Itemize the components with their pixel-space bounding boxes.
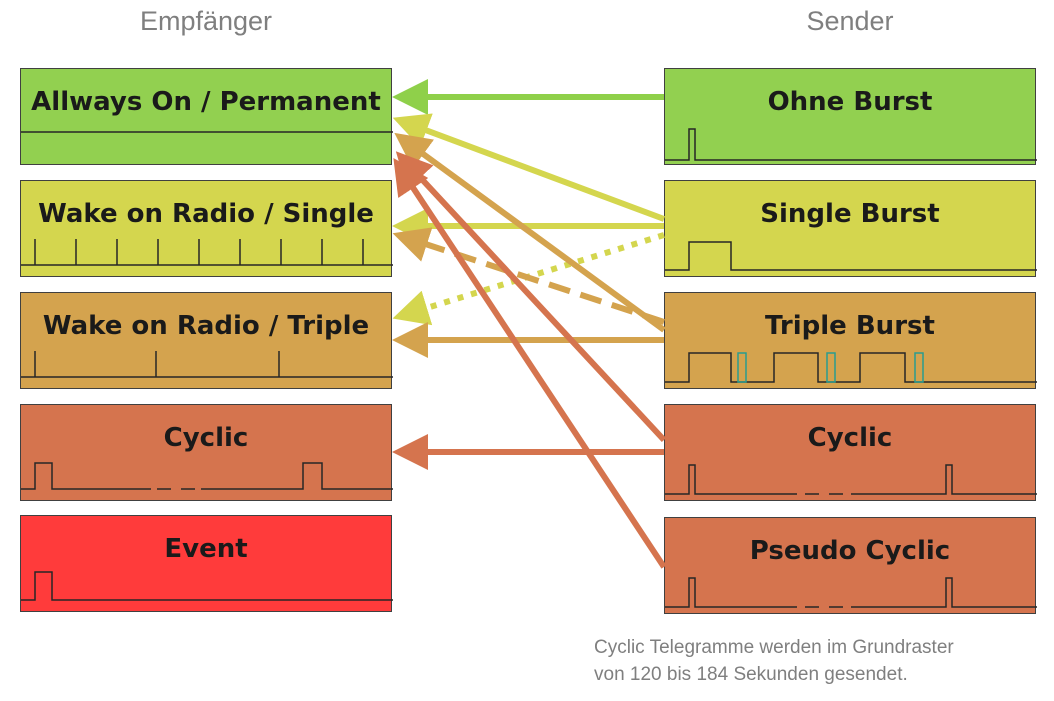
arrow-triple-burst-to-wake-single: [392, 227, 665, 325]
sender-label: Triple Burst: [765, 311, 935, 341]
receiver-label: Wake on Radio / Triple: [42, 311, 370, 341]
receiver-box-event: Event: [20, 515, 393, 612]
arrow-single-burst-to-always-on: [392, 113, 666, 222]
sender-label: Single Burst: [760, 199, 940, 229]
sender-box-triple-burst: Triple Burst: [664, 292, 1037, 389]
sender-box-single-burst: Single Burst: [664, 180, 1037, 277]
arrow-pseudo-cyclic-to-always-on: [393, 157, 667, 569]
always-on-signal: [21, 131, 393, 133]
sender-label: Cyclic: [807, 423, 893, 453]
arrow-cyclic-to-always-on: [395, 151, 667, 443]
arrow-triple-burst-to-always-on: [394, 132, 666, 333]
sender-label: Ohne Burst: [767, 87, 933, 117]
receiver-box-always-on: Allways On / Permanent: [20, 68, 393, 165]
receiver-label: Event: [164, 534, 248, 564]
footnote: Cyclic Telegramme werden im Grundraster …: [594, 634, 954, 688]
sender-box-cyclic: Cyclic: [664, 404, 1037, 501]
receiver-column-header: Empfänger: [139, 6, 273, 36]
receiver-box-cyclic: Cyclic: [20, 404, 393, 501]
footnote-line-2: von 120 bis 184 Sekunden gesendet.: [594, 664, 908, 685]
wake-single-signal: [21, 239, 393, 266]
footnote-line-1: Cyclic Telegramme werden im Grundraster: [594, 637, 954, 658]
receiver-label: Allways On / Permanent: [31, 87, 381, 117]
sender-box-pseudo-cyclic: Pseudo Cyclic: [664, 517, 1037, 614]
arrow-single-burst-to-wake-triple: [392, 232, 665, 326]
wake-triple-signal: [21, 351, 393, 378]
receiver-box-wake-single: Wake on Radio / Single: [20, 180, 393, 277]
ohne-burst-signal: [665, 128, 1037, 161]
receiver-label: Cyclic: [163, 423, 249, 453]
receiver-box-wake-triple: Wake on Radio / Triple: [20, 292, 393, 389]
cyclic-sender-signal: [665, 464, 1037, 495]
receiver-label: Wake on Radio / Single: [38, 199, 374, 229]
cyclic-receiver-signal: [21, 462, 393, 490]
sender-label: Pseudo Cyclic: [749, 536, 951, 566]
triple-burst-signal: [665, 352, 1037, 383]
sender-column-header: Sender: [806, 6, 894, 36]
event-signal: [21, 571, 393, 601]
single-burst-signal: [665, 241, 1037, 271]
sender-box-ohne-burst: Ohne Burst: [664, 68, 1037, 165]
pseudo-cyclic-signal: [665, 577, 1037, 608]
